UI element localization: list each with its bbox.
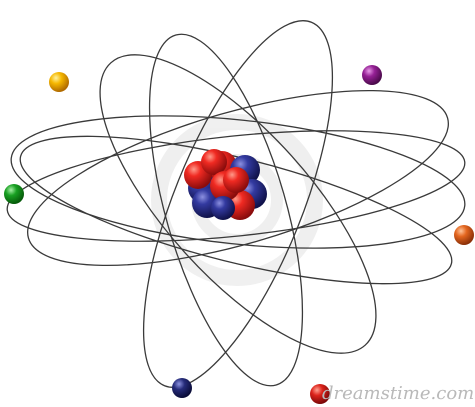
electron-navy xyxy=(172,378,192,398)
watermark-logo: dreamstime.com xyxy=(310,380,475,407)
nucleus xyxy=(184,149,267,220)
proton xyxy=(201,149,227,175)
electron-green xyxy=(4,184,24,204)
proton xyxy=(223,167,249,193)
electron-purple xyxy=(362,65,382,85)
watermark-brand-text: dreamstime.com xyxy=(322,383,474,404)
electron-yellow xyxy=(49,72,69,92)
electron-orange xyxy=(454,225,474,245)
neutron xyxy=(211,196,235,220)
